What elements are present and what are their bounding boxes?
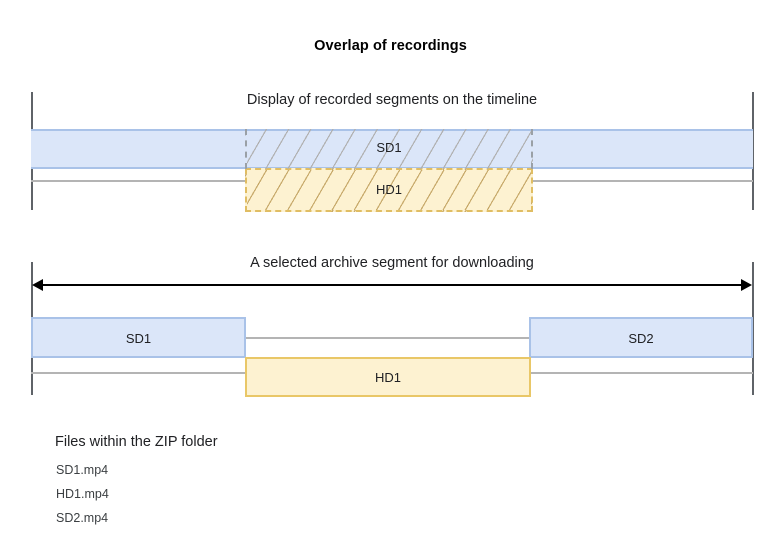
archive-block-hd1-label: HD1 bbox=[374, 370, 401, 385]
list-item: SD2.mp4 bbox=[56, 511, 109, 525]
selection-arrow-head-right bbox=[741, 279, 752, 291]
archive-block-sd2: SD2 bbox=[529, 317, 753, 358]
list-item: SD1.mp4 bbox=[56, 463, 109, 477]
archive-block-hd1: HD1 bbox=[245, 357, 531, 397]
selection-arrow-head-left bbox=[32, 279, 43, 291]
timeline1-sd-overlap-segment: SD1 bbox=[245, 129, 533, 169]
timeline1-right-tick bbox=[752, 92, 754, 210]
archive-block-sd2-label: SD2 bbox=[628, 331, 654, 346]
list-item: HD1.mp4 bbox=[56, 487, 109, 501]
page-title: Overlap of recordings bbox=[314, 38, 467, 54]
timeline2-right-tick bbox=[752, 262, 754, 395]
selection-arrow-line bbox=[38, 284, 746, 286]
timeline2-sd-track-line bbox=[31, 337, 753, 339]
zip-file-list-heading: Files within the ZIP folder bbox=[55, 434, 218, 450]
archive-block-sd1: SD1 bbox=[31, 317, 246, 358]
timeline1-hd-segment: HD1 bbox=[245, 168, 533, 212]
archive-block-sd1-label: SD1 bbox=[125, 331, 152, 346]
timeline1-hd-label: HD1 bbox=[375, 182, 402, 197]
section2-caption: A selected archive segment for downloadi… bbox=[250, 255, 534, 271]
timeline1-sd-label: SD1 bbox=[376, 140, 402, 155]
section1-caption: Display of recorded segments on the time… bbox=[246, 92, 538, 108]
